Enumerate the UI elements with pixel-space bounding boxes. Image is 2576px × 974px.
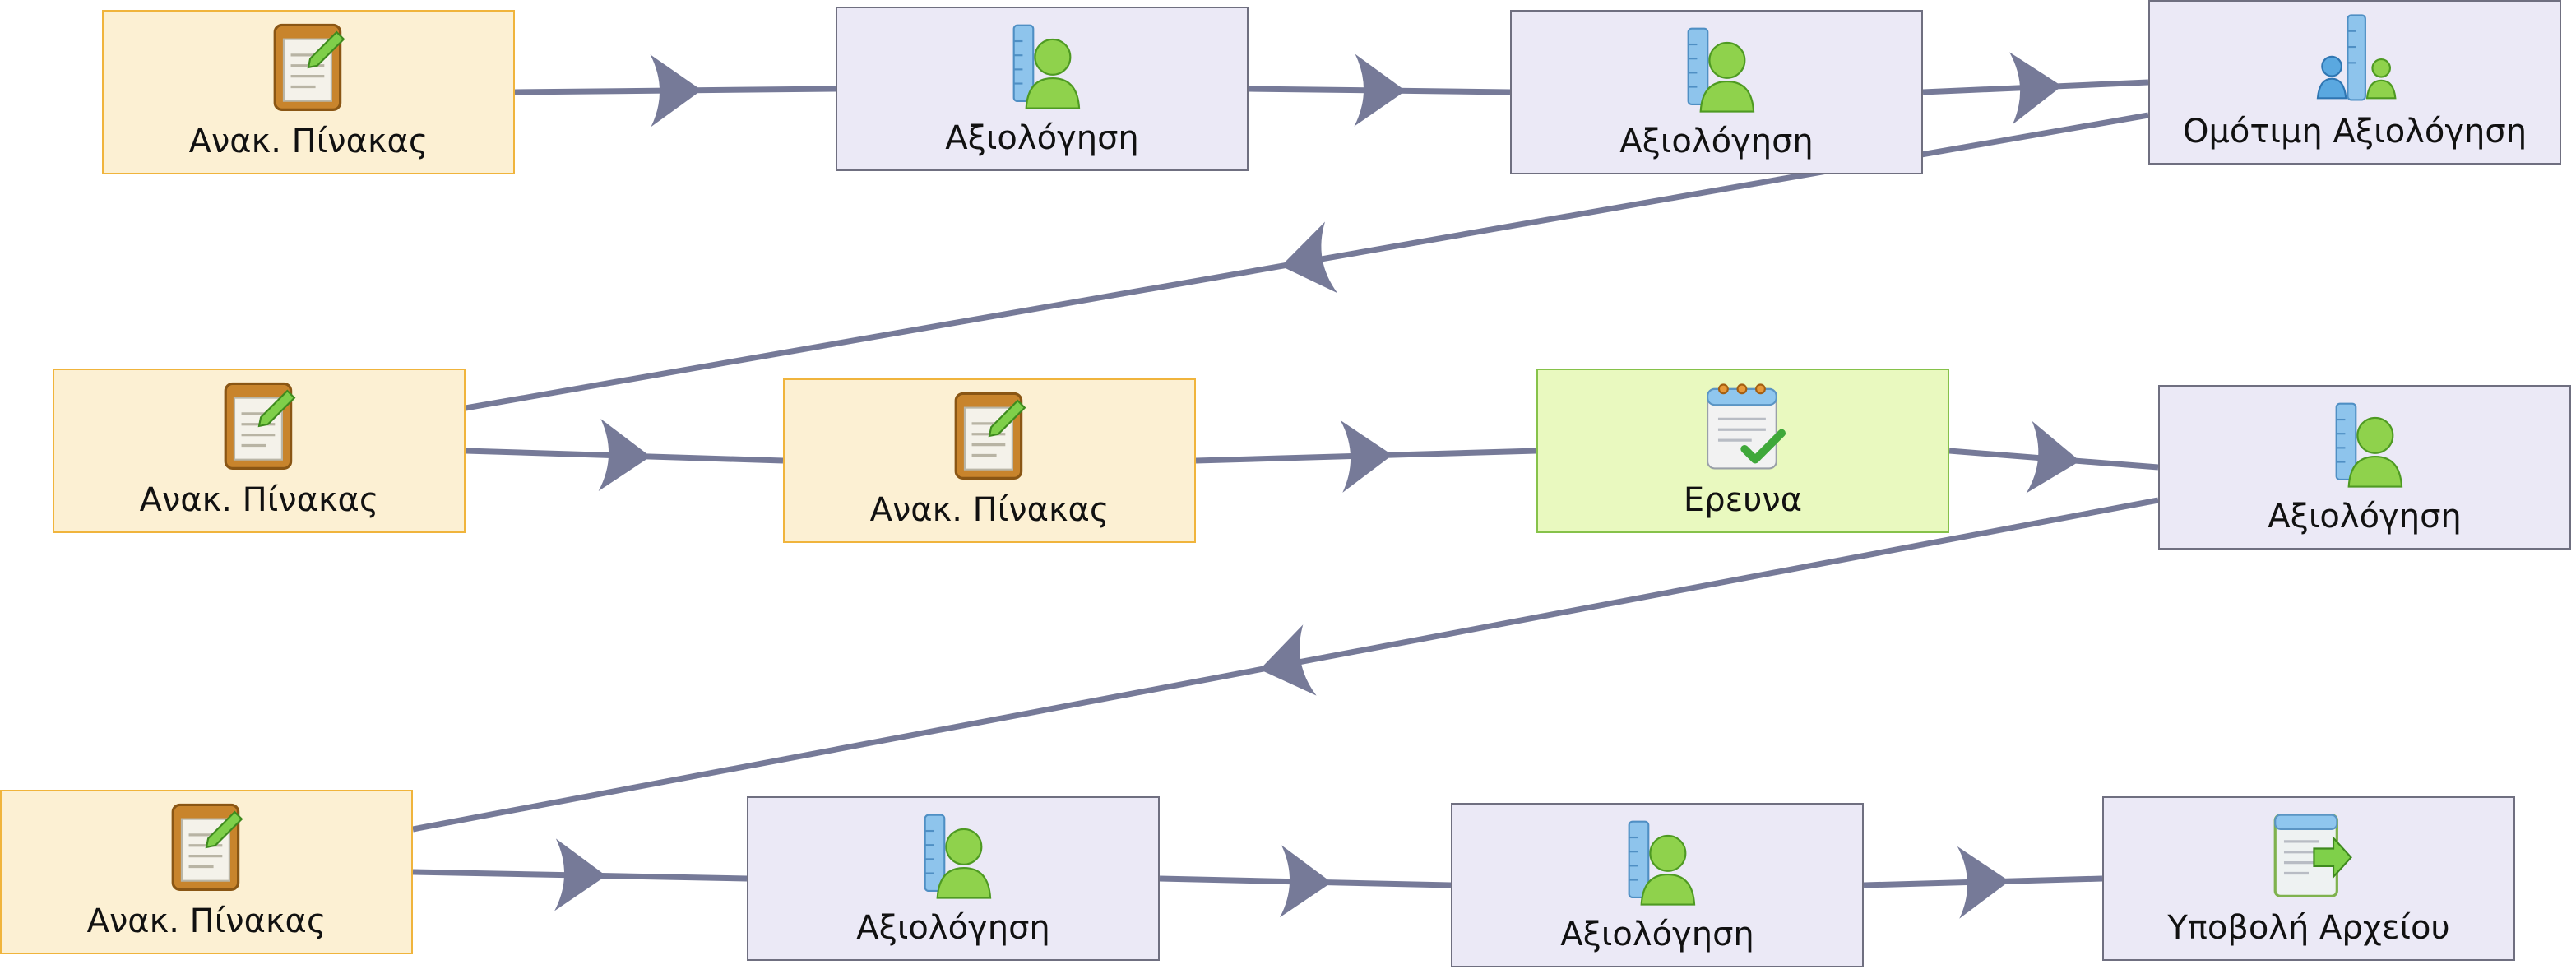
node-label: Αξιολόγηση [1560, 916, 1754, 953]
edge-arrowhead-3 [2009, 52, 2062, 125]
user-ruler-icon [1012, 24, 1081, 109]
user-ruler-icon [1628, 820, 1696, 906]
node-label: Ερευνα [1683, 481, 1803, 519]
node-label: Ανακ. Πίνακας [869, 491, 1110, 529]
edge-arrowhead-9 [554, 838, 606, 911]
edge-arrowhead-5 [598, 419, 651, 492]
notepad-check-icon [1707, 383, 1786, 470]
node-label: Ανακ. Πίνακας [139, 481, 379, 519]
node-axiologisi-4[interactable]: Αξιολόγηση [747, 796, 1160, 961]
group-ruler-icon [2316, 14, 2397, 101]
node-label: Αξιολόγηση [945, 119, 1139, 157]
document-arrow-icon [2273, 814, 2352, 898]
edge-arrowhead-7 [2026, 420, 2080, 494]
user-ruler-icon [924, 814, 992, 899]
edge-arrowhead-4 [1281, 221, 1338, 294]
node-axiologisi-5[interactable]: Αξιολόγηση [1451, 803, 1864, 967]
node-axiologisi-3[interactable]: Αξιολόγηση [2158, 385, 2571, 550]
node-anak-pinakas-1[interactable]: Ανακ. Πίνακας [102, 10, 515, 174]
edge-arrowhead-8 [1259, 624, 1317, 696]
clipboard-edit-icon [224, 382, 296, 471]
node-label: Υποβολή Αρχείου [2167, 909, 2450, 947]
edge-arrowhead-2 [1354, 53, 1406, 127]
edge-arrowhead-1 [650, 54, 702, 128]
node-anak-pinakas-4[interactable]: Ανακ. Πίνακας [0, 790, 413, 954]
edge-arrowhead-10 [1280, 845, 1332, 918]
node-label: Αξιολόγηση [1619, 123, 1814, 160]
node-label: Αξιολόγηση [2268, 498, 2462, 536]
node-label: Ομότιμη Αξιολόγηση [2182, 113, 2527, 151]
user-ruler-icon [2335, 402, 2403, 488]
node-axiologisi-1[interactable]: Αξιολόγηση [836, 7, 1249, 171]
node-anak-pinakas-2[interactable]: Ανακ. Πίνακας [53, 369, 466, 533]
node-axiologisi-2[interactable]: Αξιολόγηση [1510, 10, 1923, 174]
clipboard-edit-icon [171, 803, 243, 892]
clipboard-edit-icon [273, 23, 345, 112]
edge-arrowhead-6 [1340, 420, 1392, 493]
clipboard-edit-icon [954, 392, 1026, 480]
edge-arrowhead-11 [1957, 846, 2009, 919]
node-label: Ανακ. Πίνακας [86, 902, 327, 940]
node-ypovoli-arxeiou[interactable]: Υποβολή Αρχείου [2102, 796, 2515, 961]
node-label: Ανακ. Πίνακας [188, 123, 429, 160]
user-ruler-icon [1687, 27, 1755, 113]
node-anak-pinakas-3[interactable]: Ανακ. Πίνακας [783, 378, 1196, 543]
node-omotimi-axiologisi[interactable]: Ομότιμη Αξιολόγηση [2148, 0, 2561, 165]
node-erevna[interactable]: Ερευνα [1536, 369, 1949, 533]
node-label: Αξιολόγηση [856, 909, 1050, 947]
